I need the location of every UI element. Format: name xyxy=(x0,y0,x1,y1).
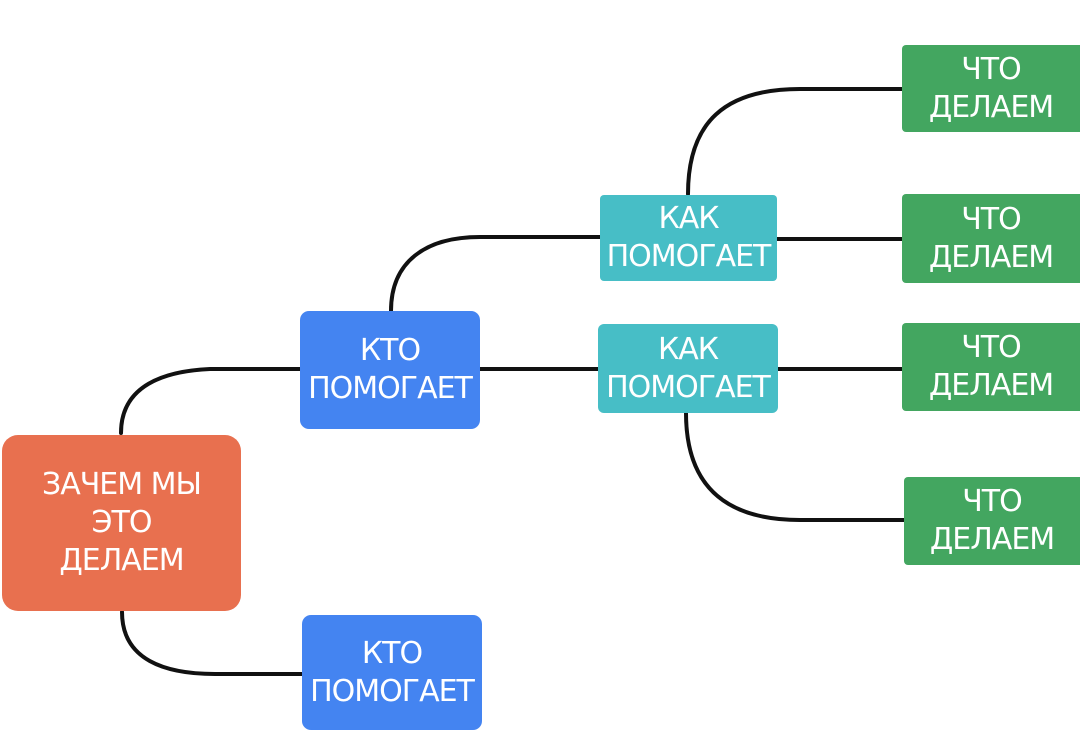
who-helps-node-2: КТО ПОМОГАЕТ xyxy=(302,615,482,730)
what-we-do-node-4: ЧТО ДЕЛАЕМ xyxy=(904,477,1080,565)
root-goal-node: ЗАЧЕМ МЫ ЭТО ДЕЛАЕМ xyxy=(2,435,241,611)
edge-how-1-what-1 xyxy=(686,87,905,196)
what-we-do-node-2: ЧТО ДЕЛАЕМ xyxy=(902,194,1080,283)
how-helps-node-1: КАК ПОМОГАЕТ xyxy=(600,195,777,281)
what-we-do-node-1: ЧТО ДЕЛАЕМ xyxy=(902,45,1080,132)
edge-how-2-what-4 xyxy=(684,411,907,522)
edge-who-1-how-1 xyxy=(389,235,603,313)
edge-root-who-2 xyxy=(120,610,305,676)
edge-root-who-1 xyxy=(119,367,304,435)
who-helps-node-1: КТО ПОМОГАЕТ xyxy=(300,311,480,429)
how-helps-node-2: КАК ПОМОГАЕТ xyxy=(598,324,778,413)
what-we-do-node-3: ЧТО ДЕЛАЕМ xyxy=(902,323,1080,411)
